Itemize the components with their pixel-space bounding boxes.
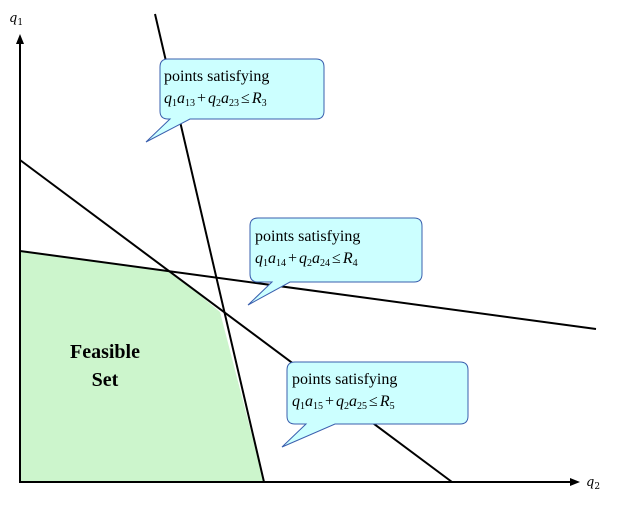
y-axis-arrowhead xyxy=(16,34,24,44)
callout-bubble-r3 xyxy=(145,58,325,143)
y-axis-label: q1 xyxy=(9,11,23,28)
feasible-set-label-line2: Set xyxy=(91,369,119,391)
callout-title: points satisfying xyxy=(292,371,398,388)
x-axis-label: q2 xyxy=(586,475,600,492)
callout-inequality: q1a14+q2a24≤R4 xyxy=(255,250,358,269)
callout-text-r4: points satisfying q1a14+q2a24≤R4 xyxy=(255,226,360,275)
constraint-line-r4 xyxy=(19,250,597,330)
callout-bubble-r4 xyxy=(247,217,423,306)
callout-text-r5: points satisfying q1a15+q2a25≤R5 xyxy=(292,369,397,418)
callout-title: points satisfying xyxy=(255,228,361,245)
x-axis-arrowhead xyxy=(570,478,580,486)
constraint-line-r5 xyxy=(19,159,453,483)
callout-text-r3: points satisfying q1a13+q2a23≤R3 xyxy=(164,66,269,115)
feasible-region xyxy=(20,251,264,482)
callout-title: points satisfying xyxy=(164,68,270,85)
feasible-set-label-line1: Feasible xyxy=(70,341,140,363)
callout-bubble-r5 xyxy=(281,361,469,448)
callout-inequality: q1a13+q2a23≤R3 xyxy=(164,90,267,109)
callout-inequality: q1a15+q2a25≤R5 xyxy=(292,393,395,412)
feasible-set-label: Feasible Set xyxy=(52,338,158,394)
